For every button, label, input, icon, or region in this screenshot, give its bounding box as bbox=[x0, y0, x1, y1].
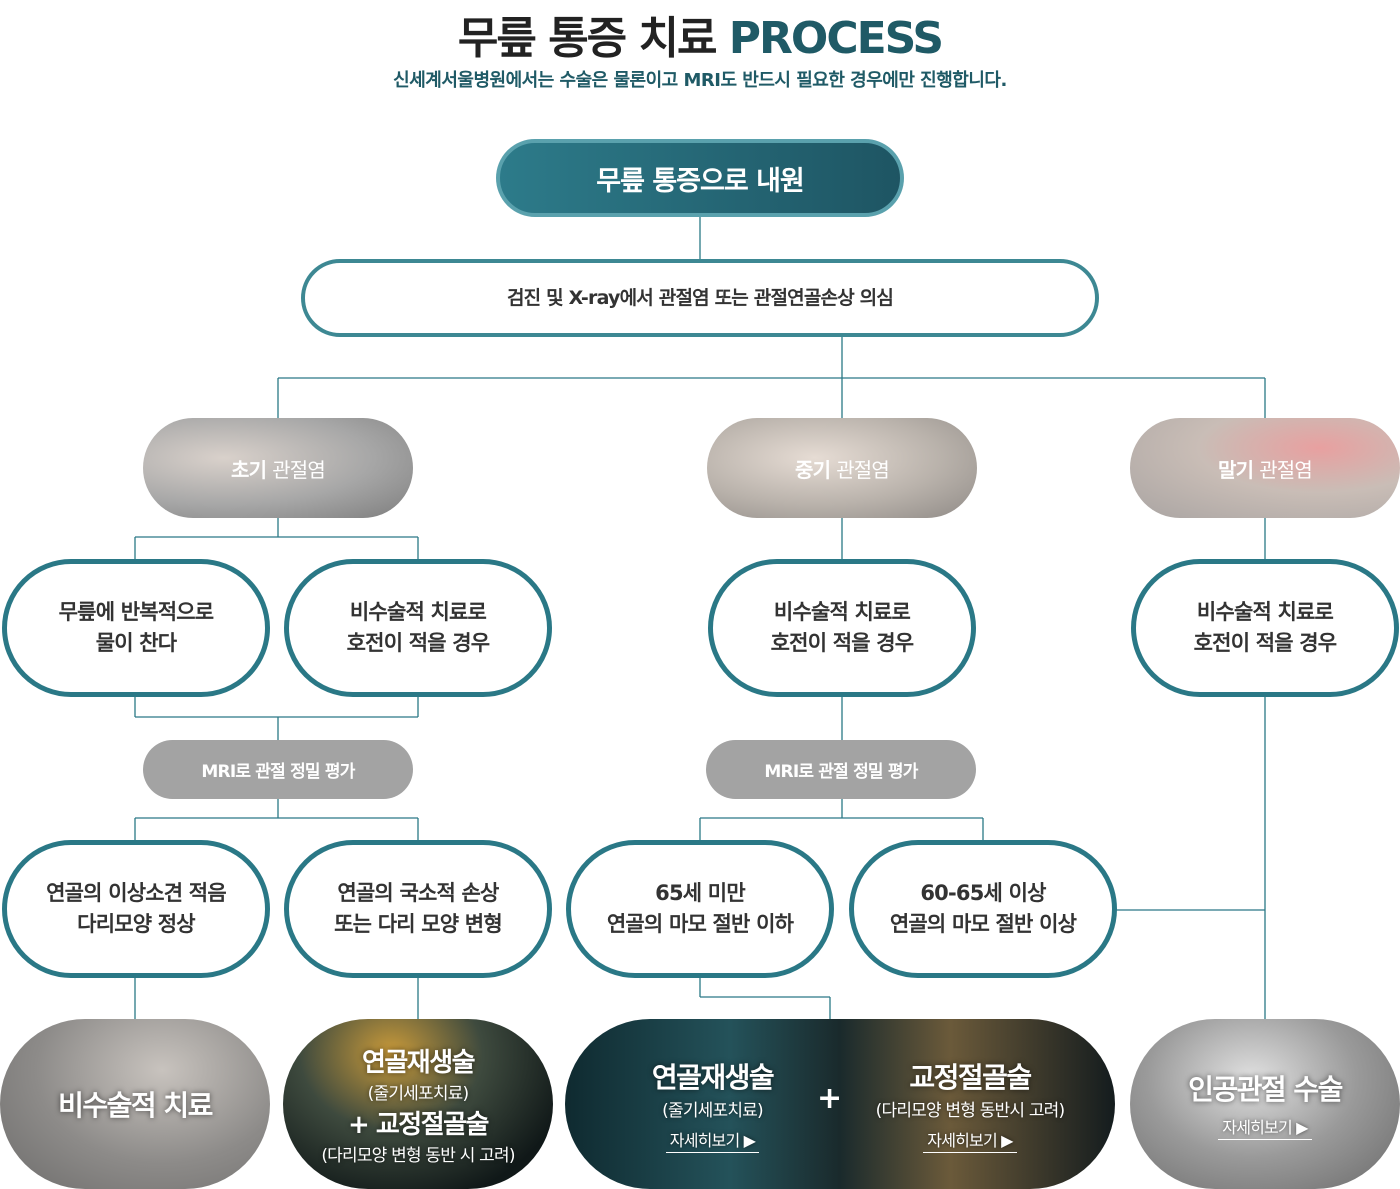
result-regeneration: 연골재생술 (줄기세포치료) 자세히보기 ▶ bbox=[605, 1019, 820, 1189]
osteotomy-detail-link[interactable]: 자세히보기 ▶ bbox=[923, 1127, 1017, 1153]
plus-icon: + bbox=[817, 1081, 843, 1116]
start-node: 무릎 통증으로 내원 bbox=[496, 139, 904, 217]
condition-line2: 연골의 마모 절반 이상 bbox=[889, 912, 1077, 936]
result-regeneration-osteotomy: 연골재생술 (줄기세포치료) + 교정절골술 (다리모양 변형 동반 시 고려) bbox=[283, 1019, 553, 1189]
stage-middle-rest: 관절염 bbox=[836, 457, 890, 482]
result-combo-sub1: (줄기세포치료) bbox=[367, 1084, 470, 1104]
condition-line2: 물이 찬다 bbox=[95, 631, 177, 655]
result-combo-title1: 연골재생술 bbox=[361, 1048, 476, 1078]
page-subtitle: 신세계서울병원에서는 수술은 물론이고 MRI도 반드시 필요한 경우에만 진행… bbox=[393, 70, 1007, 91]
stage-late-strong: 말기 bbox=[1217, 457, 1254, 482]
condition-line1: 60-65세 이상 bbox=[920, 880, 1046, 905]
condition-line2: 연골의 마모 절반 이하 bbox=[606, 912, 794, 936]
stage-late-rest: 관절염 bbox=[1259, 457, 1313, 482]
result-replacement-title: 인공관절 수술 bbox=[1188, 1073, 1343, 1106]
condition-line2: 다리모양 정상 bbox=[77, 912, 195, 936]
result-osteotomy-sub: (다리모양 변형 동반시 고려) bbox=[875, 1100, 1066, 1121]
result-combo-title2: + 교정절골술 bbox=[348, 1110, 489, 1140]
condition-line1: 연골의 국소적 손상 bbox=[337, 880, 499, 905]
condition-line2: 또는 다리 모양 변형 bbox=[334, 912, 503, 936]
condition-line2: 호전이 적을 경우 bbox=[346, 631, 490, 655]
result-regeneration-title: 연골재생술 bbox=[651, 1060, 775, 1094]
regeneration-detail-link[interactable]: 자세히보기 ▶ bbox=[665, 1127, 760, 1153]
stage-early-rest: 관절염 bbox=[272, 457, 326, 482]
result-nonsurgical-title: 비수술적 치료 bbox=[58, 1089, 213, 1122]
condition-line1: 연골의 이상소견 적음 bbox=[46, 880, 227, 905]
result-nonsurgical: 비수술적 치료 bbox=[0, 1019, 270, 1189]
screening-node: 검진 및 X-ray에서 관절염 또는 관절연골손상 의심 bbox=[301, 259, 1099, 337]
condition-line1: 비수술적 치료로 bbox=[1196, 599, 1334, 624]
title-accent: PROCESS bbox=[728, 13, 944, 64]
condition-line1: 비수술적 치료로 bbox=[349, 599, 487, 624]
title-main: 무릎 통증 치료 bbox=[457, 13, 718, 64]
stage-middle-strong: 중기 bbox=[794, 457, 831, 482]
mri-evaluation-middle: MRI로 관절 정밀 평가 bbox=[706, 740, 976, 799]
replacement-detail-link[interactable]: 자세히보기 ▶ bbox=[1218, 1114, 1312, 1140]
page-title: 무릎 통증 치료 PROCESS bbox=[0, 2, 1400, 66]
condition-line2: 호전이 적을 경우 bbox=[770, 631, 914, 655]
result-joint-replacement: 인공관절 수술 자세히보기 ▶ bbox=[1130, 1019, 1400, 1189]
result-combo-sub2: (다리모양 변형 동반 시 고려) bbox=[321, 1146, 515, 1166]
stage-early-strong: 초기 bbox=[230, 457, 267, 482]
condition-line1: 비수술적 치료로 bbox=[773, 599, 911, 624]
result-osteotomy: 교정절골술 (다리모양 변형 동반시 고려) 자세히보기 ▶ bbox=[845, 1019, 1095, 1189]
result-regeneration-plus-osteotomy: 연골재생술 (줄기세포치료) 자세히보기 ▶ + 교정절골술 (다리모양 변형 … bbox=[565, 1019, 1115, 1189]
condition-line1: 65세 미만 bbox=[655, 880, 746, 905]
mri-evaluation-early: MRI로 관절 정밀 평가 bbox=[143, 740, 413, 799]
result-regeneration-sub: (줄기세포치료) bbox=[662, 1100, 764, 1121]
condition-line2: 호전이 적을 경우 bbox=[1193, 631, 1337, 655]
condition-line1: 무릎에 반복적으로 bbox=[58, 599, 214, 624]
result-osteotomy-title: 교정절골술 bbox=[909, 1060, 1032, 1094]
